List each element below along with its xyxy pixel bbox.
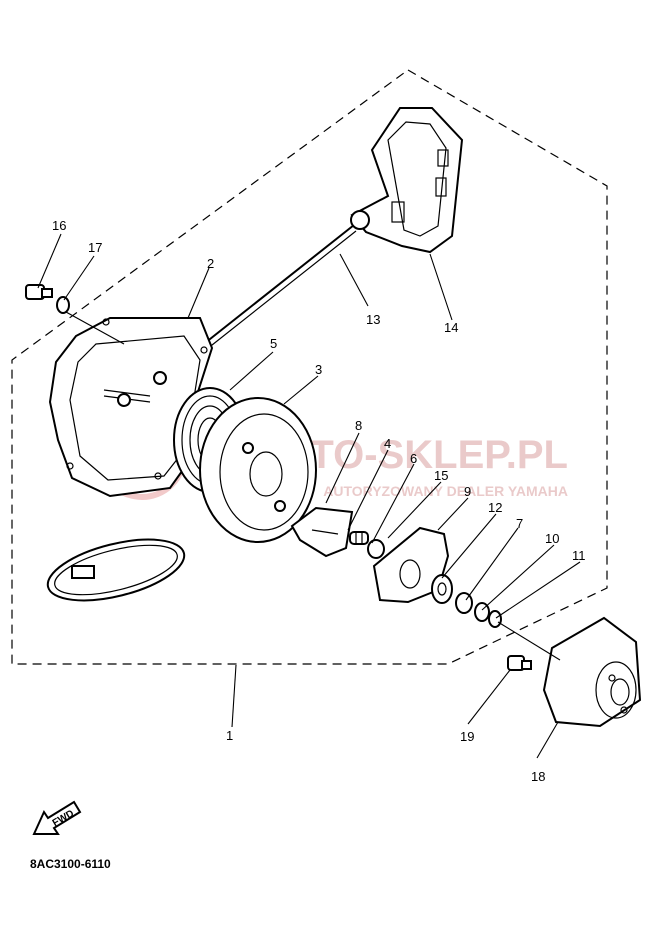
starter-rope (204, 224, 357, 350)
rope-reel (199, 397, 317, 543)
callout-11: 11 (572, 548, 586, 563)
bolt-19 (507, 655, 532, 671)
callout-8: 8 (355, 418, 362, 433)
callout-6: 6 (410, 451, 417, 466)
callout-2: 2 (207, 256, 214, 271)
fwd-label: FWD (51, 808, 76, 829)
washer-17 (56, 296, 70, 314)
callout-18: 18 (531, 769, 545, 784)
watermark-sub-text: AUTORYZOWANY DEALER YAMAHA (323, 483, 568, 499)
nut-11 (488, 610, 502, 628)
washer-7 (455, 592, 473, 614)
callout-16: 16 (52, 218, 66, 233)
callout-14: 14 (444, 320, 458, 335)
o-ring (46, 538, 186, 602)
callout-12: 12 (488, 500, 502, 515)
callout-17: 17 (88, 240, 102, 255)
fwd-arrow-icon: FWD (32, 800, 82, 835)
bolt-16 (25, 284, 53, 300)
callout-5: 5 (270, 336, 277, 351)
callout-10: 10 (545, 531, 559, 546)
drive-plate (372, 526, 450, 604)
callout-labels: 1 2 3 4 5 6 7 8 9 10 11 12 13 14 15 16 1… (52, 218, 586, 784)
washer-6 (367, 539, 385, 559)
diagram-code: 8AC3100-6110 (30, 857, 111, 871)
leader-lines (37, 233, 581, 759)
callout-3: 3 (315, 362, 322, 377)
callout-4: 4 (384, 436, 391, 451)
callout-19: 19 (460, 729, 474, 744)
callout-1: 1 (226, 728, 233, 743)
callout-15: 15 (434, 468, 448, 483)
starter-handle (350, 107, 464, 254)
callout-9: 9 (464, 484, 471, 499)
assembly-boundary (11, 69, 608, 665)
callout-13: 13 (366, 312, 380, 327)
starter-case (48, 317, 214, 498)
washer-12 (431, 574, 453, 604)
pawl-spring (349, 531, 369, 545)
drive-pulley (542, 616, 642, 728)
callout-7: 7 (516, 516, 523, 531)
